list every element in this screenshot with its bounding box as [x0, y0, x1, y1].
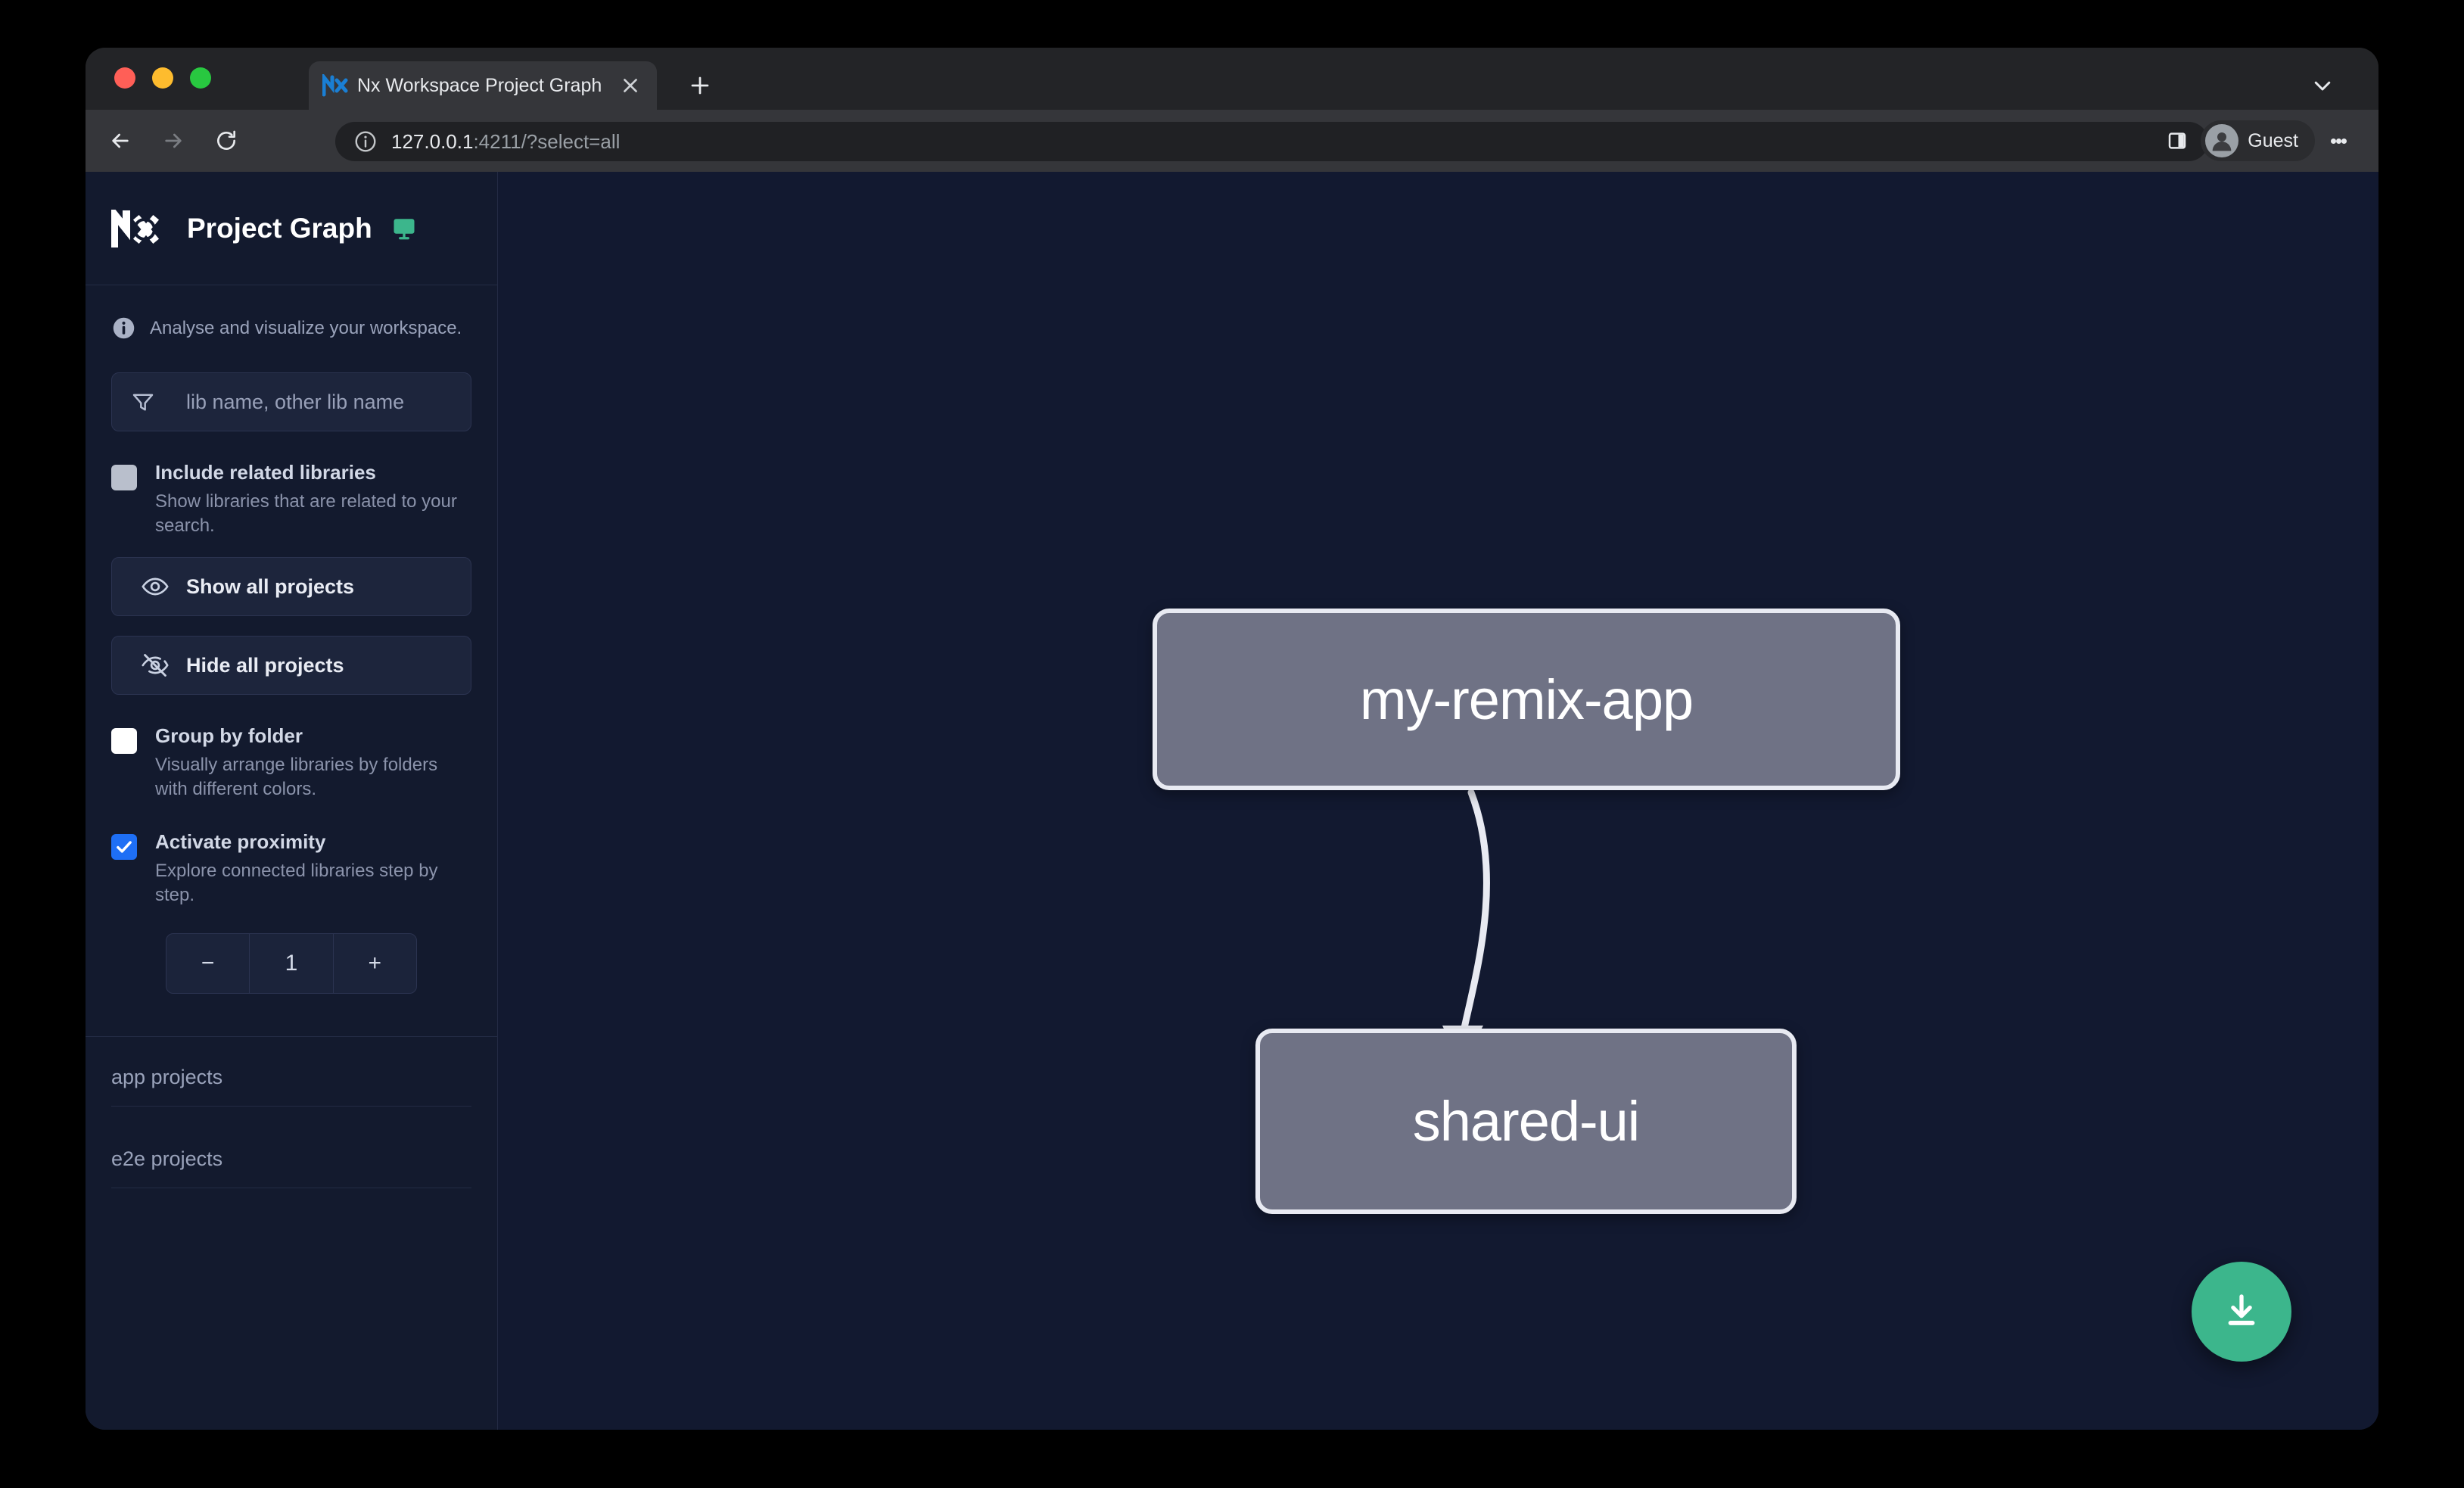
sidebar-body: Analyse and visualize your workspace. In…	[86, 285, 497, 1430]
group-by-folder-checkbox[interactable]	[111, 728, 137, 755]
search-input[interactable]	[186, 390, 454, 414]
url-path: :4211/?select=all	[473, 129, 621, 153]
graph-edges	[1442, 789, 1490, 1066]
show-all-projects-label: Show all projects	[186, 574, 355, 598]
proximity-increment-button[interactable]: +	[368, 950, 382, 976]
toolbar-right: Guest	[2160, 120, 2356, 161]
kebab-menu-icon[interactable]	[2321, 123, 2356, 158]
stepper-divider	[249, 933, 250, 993]
graph-node-shared-ui[interactable]: shared-ui	[1255, 1029, 1797, 1214]
eye-icon	[141, 572, 170, 601]
node-label: shared-ui	[1412, 1090, 1641, 1153]
reload-icon[interactable]	[208, 123, 244, 159]
option-activate-proximity[interactable]: Activate proximity Explore connected lib…	[111, 831, 471, 907]
page-title: Project Graph	[187, 212, 372, 244]
group-e2e-projects[interactable]: e2e projects	[111, 1119, 471, 1200]
tagline-text: Analyse and visualize your workspace.	[150, 317, 462, 338]
option-description: Show libraries that are related to your …	[155, 490, 457, 536]
search-input-wrapper[interactable]	[111, 372, 471, 431]
info-circle-icon	[111, 316, 136, 341]
browser-window: Nx Workspace Project Graph	[86, 48, 2378, 1430]
option-include-related-libraries[interactable]: Include related libraries Show libraries…	[111, 461, 471, 537]
arrow-right-icon	[155, 123, 191, 159]
sidebar-divider	[86, 1035, 497, 1037]
nx-favicon-icon	[322, 71, 348, 97]
arrow-left-icon[interactable]	[102, 123, 138, 159]
option-label: Activate proximity	[155, 830, 326, 854]
group-label: app projects	[111, 1065, 223, 1088]
show-all-projects-button[interactable]: Show all projects	[111, 557, 471, 617]
group-underline	[111, 1105, 471, 1107]
person-avatar-icon	[2205, 124, 2239, 157]
profile-chip[interactable]: Guest	[2201, 120, 2315, 161]
address-bar[interactable]: 127.0.0.1:4211/?select=all	[335, 122, 2208, 161]
eye-off-icon	[141, 651, 170, 680]
option-description: Visually arrange libraries by folders wi…	[155, 755, 438, 799]
project-graph-canvas[interactable]: my-remix-app shared-ui	[498, 172, 2378, 1430]
stepper-divider	[332, 933, 334, 993]
close-window-button[interactable]	[114, 67, 135, 89]
include-related-libraries-checkbox[interactable]	[111, 465, 137, 490]
minimize-window-button[interactable]	[152, 67, 173, 89]
url-host: 127.0.0.1	[391, 129, 474, 153]
url-text: 127.0.0.1:4211/?select=all	[391, 130, 620, 154]
workspace-tagline: Analyse and visualize your workspace.	[111, 316, 471, 341]
download-icon	[2220, 1288, 2263, 1336]
group-label: e2e projects	[111, 1147, 223, 1170]
option-label: Group by folder	[155, 724, 303, 748]
graph-node-my-remix-app[interactable]: my-remix-app	[1153, 609, 1900, 790]
browser-tab[interactable]: Nx Workspace Project Graph	[309, 61, 657, 110]
profile-name: Guest	[2248, 129, 2298, 151]
info-circle-icon[interactable]	[353, 129, 378, 154]
option-description: Explore connected libraries step by step…	[155, 861, 438, 906]
activate-proximity-checkbox[interactable]	[111, 834, 137, 861]
proximity-value: 1	[285, 950, 298, 976]
browser-toolbar: 127.0.0.1:4211/?select=all Guest	[86, 110, 2378, 172]
node-label: my-remix-app	[1359, 668, 1694, 731]
option-label: Include related libraries	[155, 461, 376, 484]
monitor-icon[interactable]	[390, 215, 418, 242]
page-content: Project Graph	[86, 172, 2378, 1430]
window-controls[interactable]	[114, 67, 211, 89]
option-group-by-folder[interactable]: Group by folder Visually arrange librari…	[111, 724, 471, 801]
group-app-projects[interactable]: app projects	[111, 1037, 471, 1119]
proximity-stepper[interactable]: − 1 +	[166, 932, 417, 994]
side-panel-icon[interactable]	[2160, 123, 2195, 158]
chevron-down-icon[interactable]	[2306, 69, 2339, 102]
nx-logo-icon	[110, 203, 164, 248]
maximize-window-button[interactable]	[190, 67, 211, 89]
proximity-decrement-button[interactable]: −	[201, 950, 215, 976]
hide-all-projects-button[interactable]: Hide all projects	[111, 636, 471, 696]
download-graph-button[interactable]	[2192, 1262, 2291, 1362]
sidebar: Project Graph	[86, 172, 498, 1430]
close-icon[interactable]	[618, 73, 643, 98]
sidebar-header: Project Graph	[86, 172, 497, 285]
filter-funnel-icon	[130, 389, 156, 415]
hide-all-projects-label: Hide all projects	[186, 653, 344, 677]
tab-title: Nx Workspace Project Graph	[357, 74, 602, 96]
new-tab-button[interactable]	[683, 69, 717, 102]
tab-strip: Nx Workspace Project Graph	[86, 48, 2378, 110]
